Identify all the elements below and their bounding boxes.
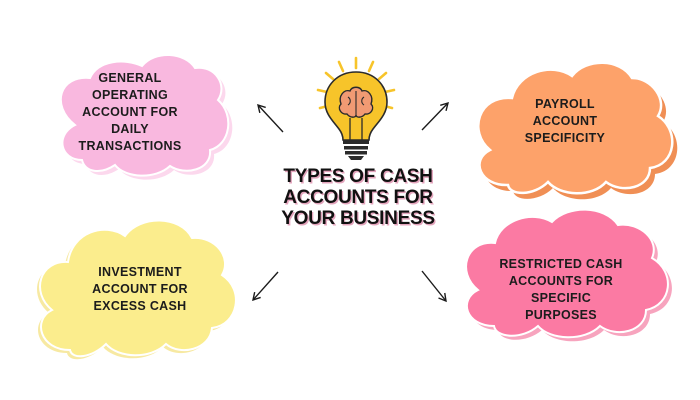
cloud-label-investment: INVESTMENT ACCOUNT FOR EXCESS CASH (92, 265, 188, 313)
arrow-up-right-icon (421, 101, 449, 131)
title-line-3: YOUR BUSINESS (281, 208, 435, 229)
cloud-investment (37, 219, 237, 360)
cloud-general-operating (59, 53, 233, 180)
title-line-1: TYPES OF CASH (283, 166, 433, 187)
arrow-up-left-icon (257, 103, 284, 133)
diagram-title: TYPES OF CASH ACCOUNTS FOR YOUR BUSINESS (266, 166, 450, 229)
arrow-down-left-icon (252, 271, 279, 302)
lightbulb-brain-icon (316, 56, 396, 160)
cloud-payroll (477, 61, 678, 200)
title-line-2: ACCOUNTS FOR (283, 187, 433, 208)
arrow-down-right-icon (421, 270, 447, 303)
cloud-label-general-operating: GENERAL OPERATING ACCOUNT FOR DAILY TRAN… (78, 71, 182, 153)
cloud-label-restricted: RESTRICTED CASH ACCOUNTS FOR SPECIFIC PU… (499, 257, 623, 322)
cloud-label-payroll: PAYROLL ACCOUNT SPECIFICITY (524, 97, 606, 145)
cloud-restricted (465, 208, 672, 342)
